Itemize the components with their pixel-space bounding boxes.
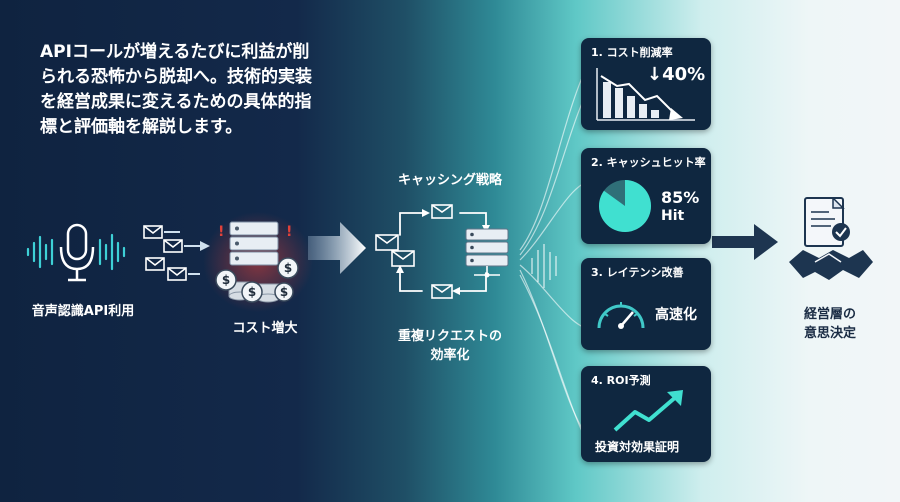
headline-line-4: 標と評価軸を解説します。 bbox=[40, 117, 243, 137]
cost-reduction-value: ↓40% bbox=[647, 64, 706, 85]
dedup-label-line-2: 効率化 bbox=[430, 348, 470, 363]
svg-text:!: ! bbox=[218, 224, 224, 240]
cache-hit-sub: Hit bbox=[661, 208, 685, 224]
svg-text:$: $ bbox=[280, 285, 288, 299]
decision-label-line-2: 意思決定 bbox=[803, 326, 856, 341]
decision-label-line-1: 経営層の bbox=[803, 307, 856, 322]
caching-strategy-label: キャッシング戦略 bbox=[397, 173, 502, 188]
cache-hit-value: 85% bbox=[661, 188, 700, 207]
decision-arrow-icon bbox=[712, 224, 778, 260]
decision-label: 経営層の 意思決定 bbox=[790, 303, 870, 341]
cache-hit-pie-icon bbox=[599, 180, 652, 232]
svg-text:!: ! bbox=[286, 224, 292, 240]
speech-api-label: 音声認識API利用 bbox=[31, 304, 135, 319]
roi-card: 4. ROI予測 投資対効果証明 bbox=[581, 366, 711, 462]
speedometer-icon bbox=[597, 302, 645, 329]
cache-hit-title: 2. キャッシュヒット率 bbox=[591, 156, 706, 169]
cache-hit-pie-slice bbox=[599, 180, 652, 232]
cache-hit-card: 2. キャッシュヒット率 85% Hit bbox=[581, 148, 711, 244]
arrow-right-icon bbox=[308, 222, 366, 274]
cost-increase-label: コスト増大 bbox=[232, 321, 298, 336]
cache-cycle-icon bbox=[375, 204, 509, 299]
headline-line-2: られる恐怖から脱却へ。技術的実装 bbox=[40, 67, 312, 87]
headline-line-1: APIコールが増えるたびに利益が削 bbox=[40, 42, 310, 62]
cost-reduction-card: 1. コスト削減率 ↓40% bbox=[581, 38, 711, 130]
svg-text:$: $ bbox=[222, 273, 230, 287]
server-cost-icon: ! ! $ $ $ $ bbox=[215, 221, 299, 303]
svg-text:$: $ bbox=[248, 285, 256, 299]
headline-line-3: を経営成果に変えるための具体的指 bbox=[40, 92, 312, 112]
svg-text:$: $ bbox=[284, 261, 292, 275]
latency-value: 高速化 bbox=[655, 307, 697, 323]
dedup-label: 重複リクエストの 効率化 bbox=[380, 325, 520, 363]
dedup-label-line-1: 重複リクエストの bbox=[397, 329, 502, 344]
roi-value: 投資対効果証明 bbox=[595, 440, 680, 454]
growth-arrow-icon bbox=[613, 390, 683, 432]
latency-title: 3. レイテンシ改善 bbox=[591, 266, 684, 279]
roi-title: 4. ROI予測 bbox=[591, 374, 651, 387]
microphone-icon bbox=[26, 223, 126, 282]
handshake-document-icon bbox=[789, 197, 873, 280]
cost-decline-chart-icon bbox=[596, 68, 695, 121]
latency-card: 3. レイテンシ改善 高速化 bbox=[581, 258, 711, 350]
cost-reduction-title: 1. コスト削減率 bbox=[591, 46, 673, 59]
headline: APIコールが増えるたびに利益が削 られる恐怖から脱却へ。技術的実装 を経営成果… bbox=[40, 40, 360, 140]
